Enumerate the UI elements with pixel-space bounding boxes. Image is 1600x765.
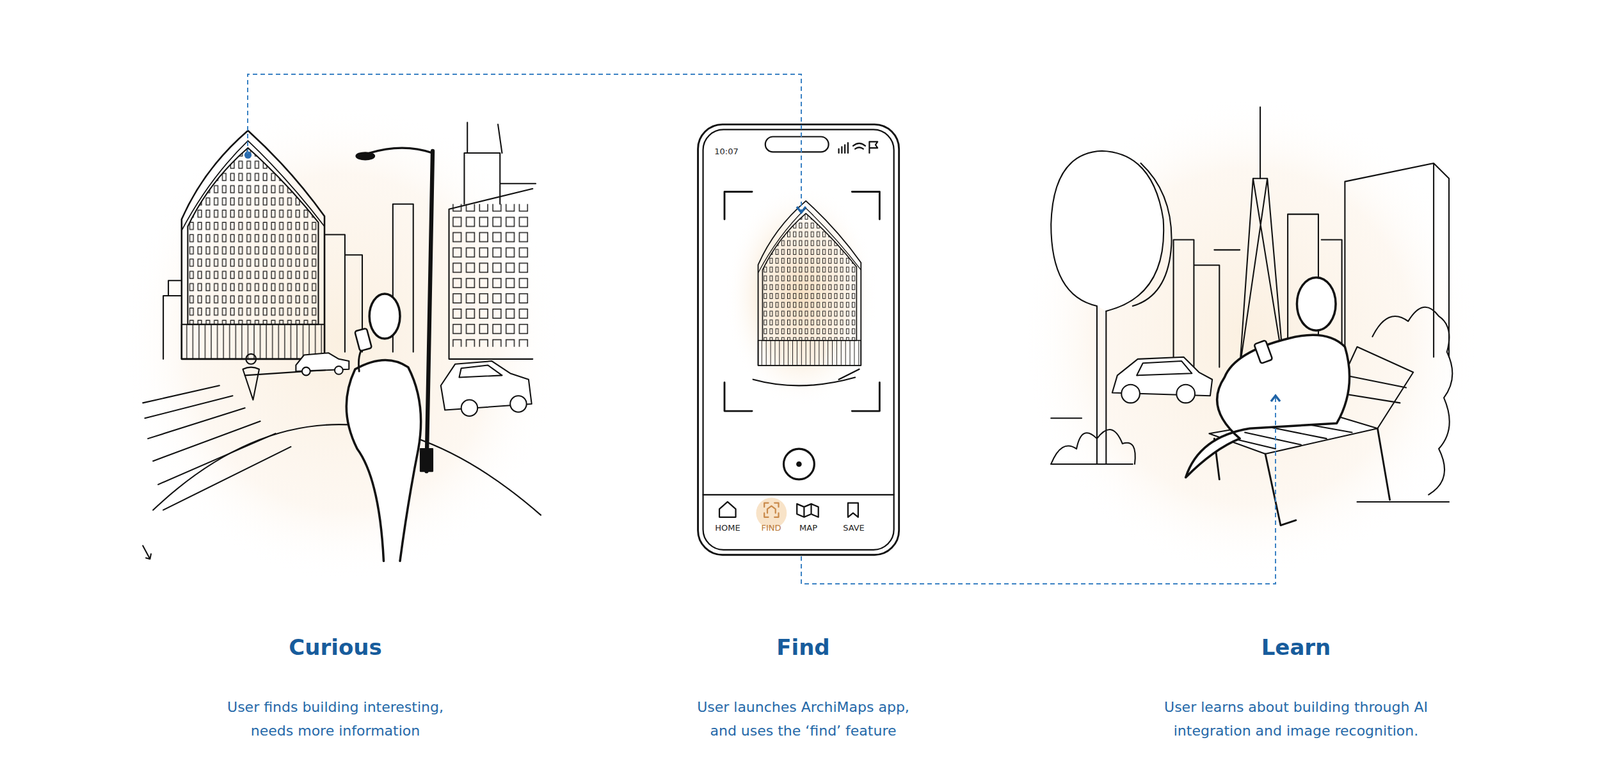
- step-heading: Find: [688, 633, 919, 661]
- tab-label: HOME: [714, 522, 740, 533]
- street-scene-sketch: [122, 101, 562, 582]
- panel-caption: CuriousUser finds building interesting, …: [213, 633, 457, 743]
- dashed-connector: [801, 395, 1280, 584]
- connector-line: [247, 74, 802, 213]
- arrow-head: [1271, 395, 1280, 402]
- phone-sketch: [698, 124, 900, 555]
- storyboard-panel: CuriousUser finds building interesting, …: [142, 153, 541, 562]
- tab-label: SAVE: [842, 522, 865, 533]
- panel-caption: LearnUser learns about building through …: [1148, 633, 1444, 743]
- connector-line: [801, 395, 1276, 584]
- step-description: User learns about building through AI in…: [1148, 695, 1444, 743]
- step-heading: Curious: [213, 633, 457, 661]
- tab-label: FIND: [760, 522, 781, 533]
- tab-label: MAP: [799, 522, 818, 533]
- park-bench-sketch: [1020, 96, 1480, 576]
- arrow-head: [796, 206, 806, 213]
- storyboard-panel: LearnUser learns about building through …: [1048, 102, 1455, 396]
- status-time: 10:07: [714, 146, 738, 157]
- storyboard-panel: FindUser launches ArchiMaps app, and use…: [696, 212, 900, 557]
- dashed-connector: [247, 74, 806, 213]
- step-heading: Learn: [1148, 633, 1444, 661]
- step-description: User finds building interesting, needs m…: [213, 695, 457, 743]
- panel-caption: FindUser launches ArchiMaps app, and use…: [688, 633, 919, 743]
- step-description: User launches ArchiMaps app, and uses th…: [688, 695, 919, 743]
